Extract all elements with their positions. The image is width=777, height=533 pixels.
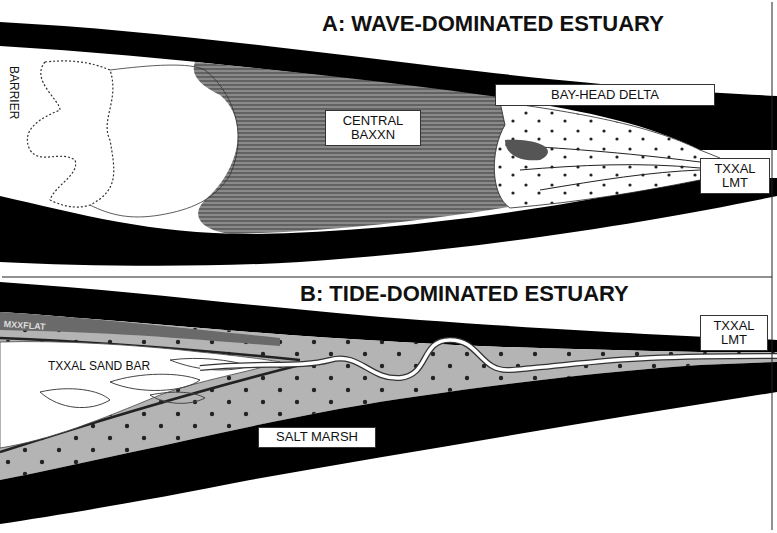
box-text: TXXAL LMT [704, 162, 766, 191]
region-box: CENTRAL BAXXN [325, 110, 421, 146]
feature-label: TXXAL SAND BAR [46, 360, 152, 373]
box-text: TXXAL LMT [704, 319, 764, 348]
box-text: SALT MARSH [276, 430, 358, 444]
panel-title: A: WAVE-DOMINATED ESTUARY [322, 12, 664, 36]
panel-title: B: TIDE-DOMINATED ESTUARY [300, 282, 629, 306]
limit-box: TXXAL LMT [700, 315, 768, 351]
limit-box: TXXAL LMT [700, 158, 770, 194]
region-box: SALT MARSH [258, 427, 376, 448]
region-box: BAY-HEAD DELTA [495, 84, 715, 106]
feature-label: BARRIER [7, 66, 20, 119]
box-text: BAY-HEAD DELTA [551, 88, 659, 102]
box-text: CENTRAL BAXXN [329, 114, 417, 143]
